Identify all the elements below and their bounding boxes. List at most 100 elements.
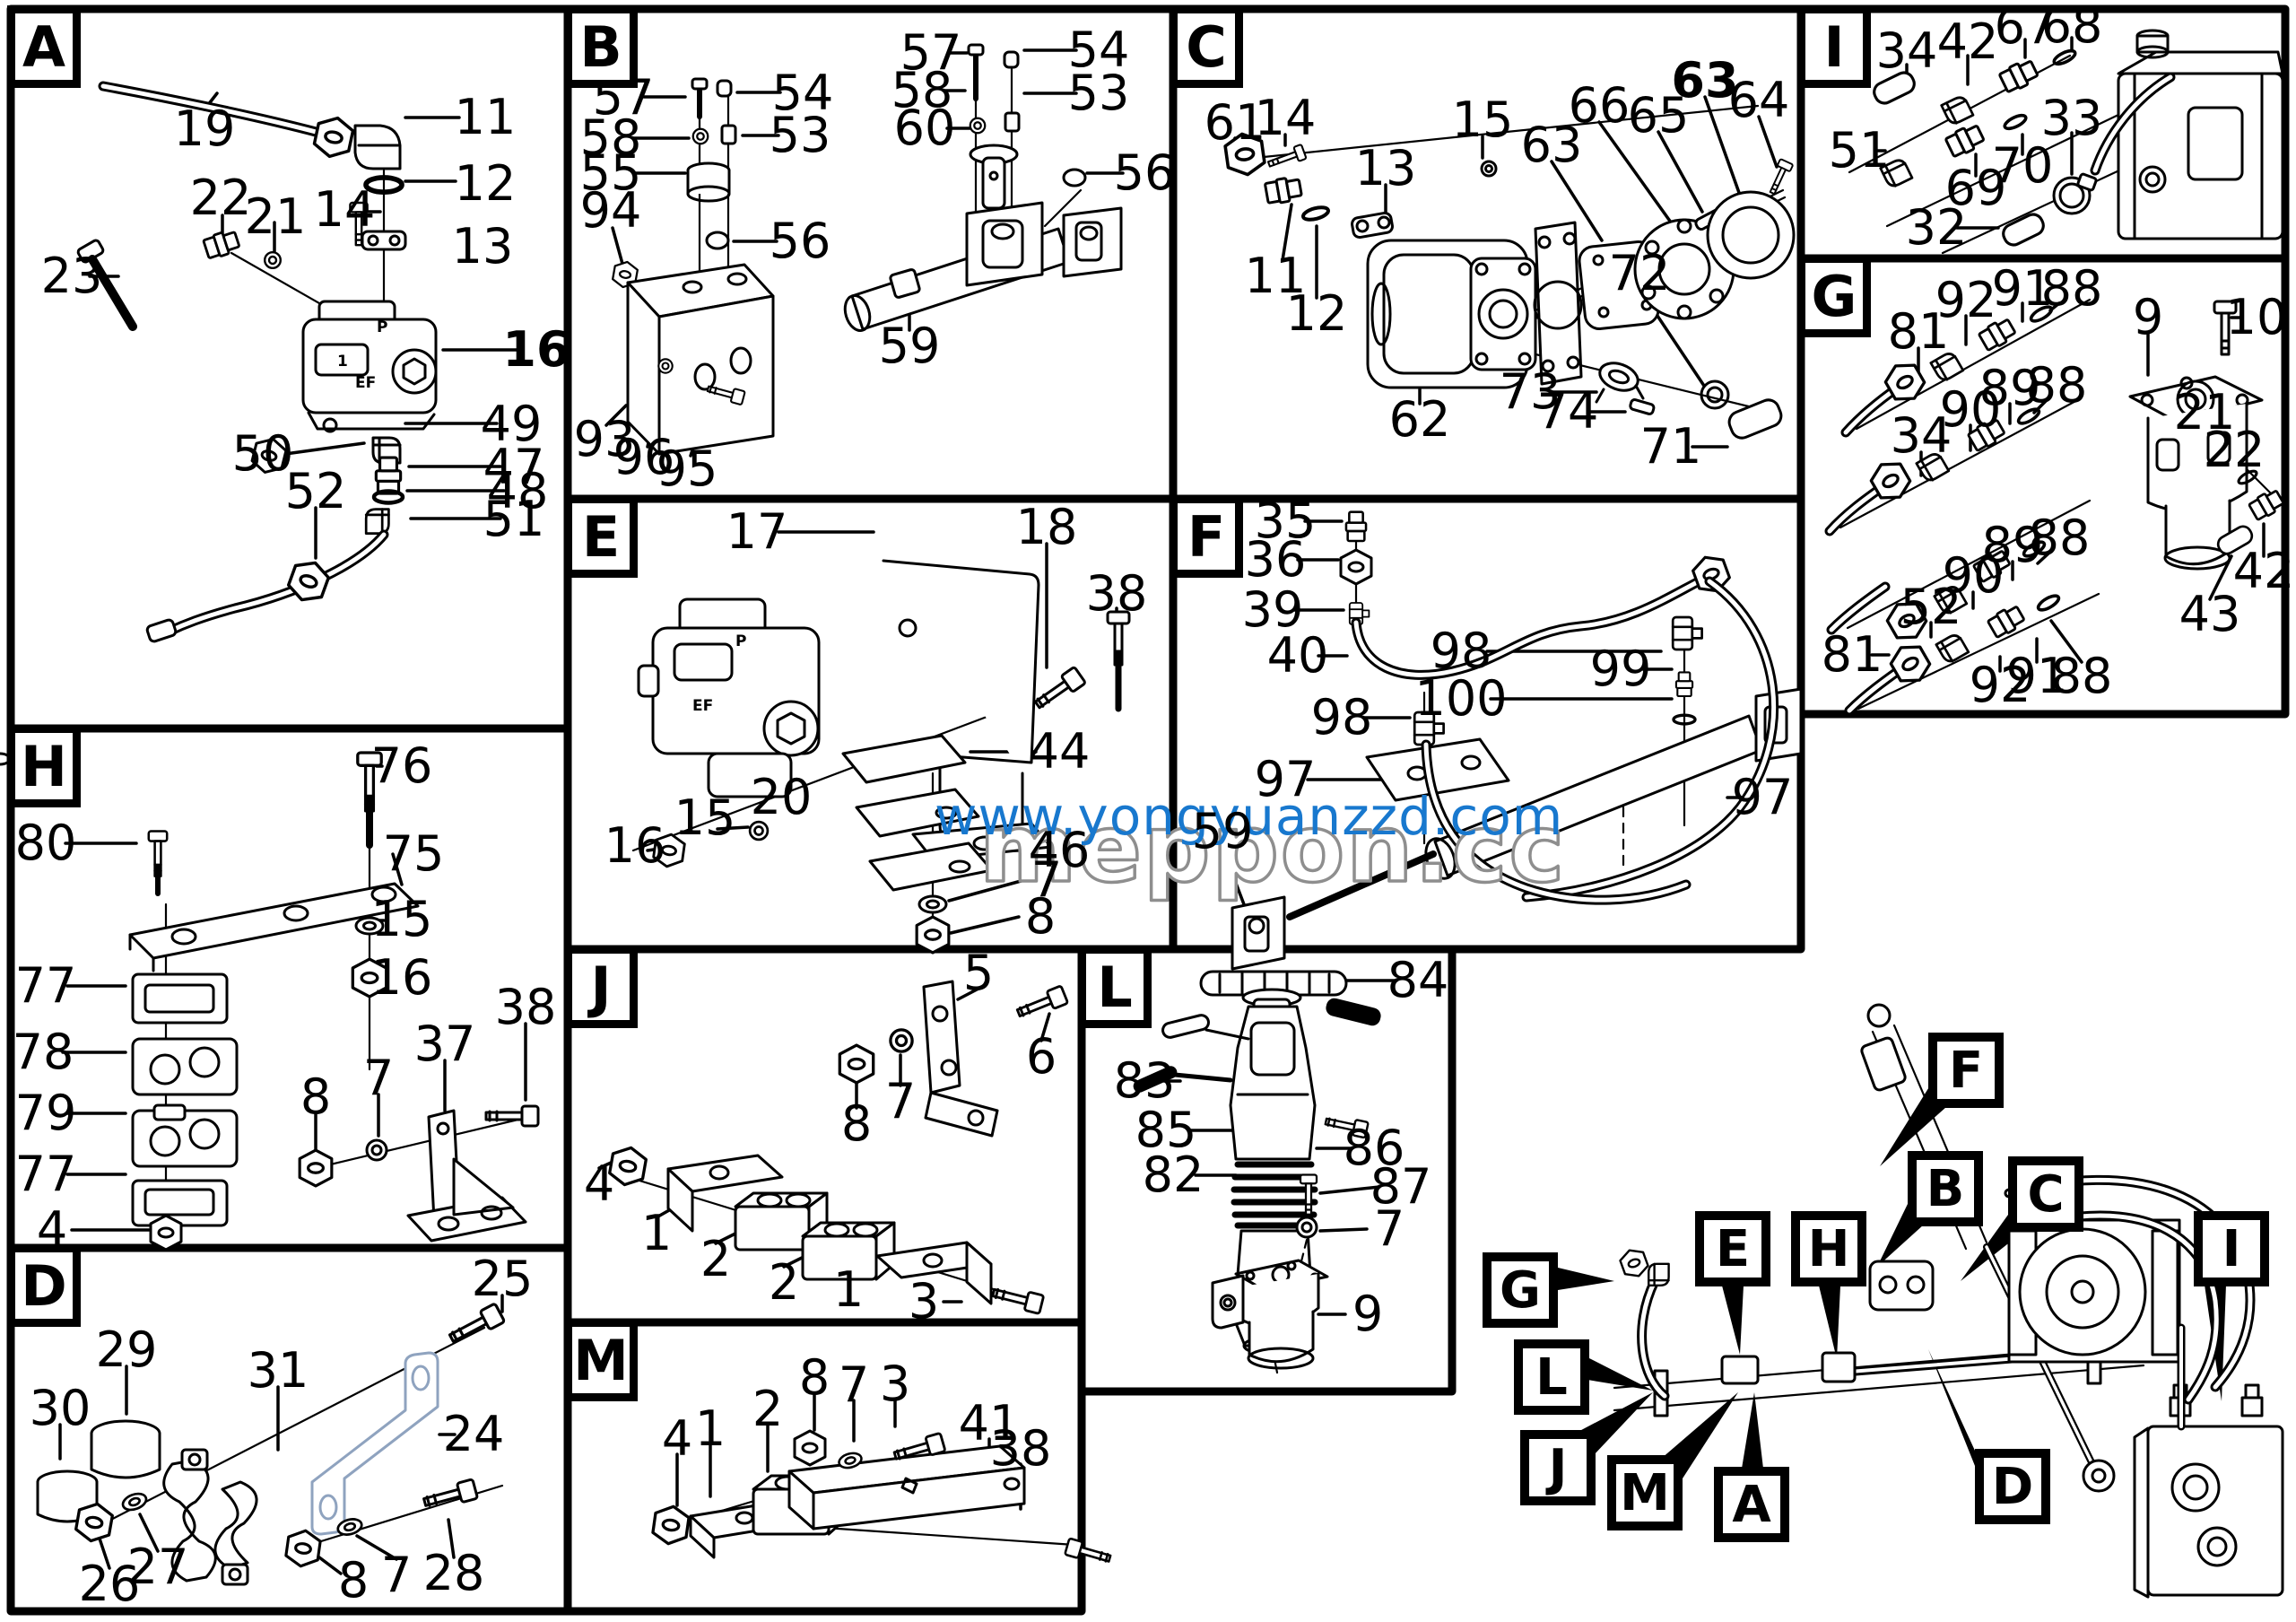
callout-C-74: 74	[1536, 383, 1599, 440]
callout-D-8: 8	[337, 1552, 370, 1609]
callout-G-91: 91	[1991, 260, 2054, 317]
steering-wheel-84	[1199, 970, 1348, 1017]
overview-label-D: D	[1975, 1449, 2050, 1524]
callout-A-12: 12	[454, 155, 517, 212]
bracket-93	[626, 263, 775, 456]
callout-I-32: 32	[1905, 199, 1968, 256]
callout-M-3: 3	[879, 1356, 911, 1412]
callout-G-89: 89	[1981, 517, 2044, 573]
callout-B-54: 54	[771, 65, 834, 121]
panel-B-label: B	[564, 5, 638, 88]
pump-overview	[1868, 1218, 2181, 1364]
panel-frames	[6, 4, 2290, 1616]
callout-C-11: 11	[1244, 248, 1307, 304]
callout-G-90: 90	[1939, 381, 2002, 438]
callout-M-38: 38	[989, 1420, 1052, 1477]
row4	[1844, 591, 2063, 716]
callout-C-14: 14	[1254, 90, 1317, 146]
callout-E-20: 20	[750, 769, 813, 825]
callout-H-8: 8	[300, 1068, 332, 1125]
callout-C-61: 61	[1204, 94, 1266, 151]
callout-B-60: 60	[893, 100, 956, 156]
callout-D-26: 26	[78, 1556, 141, 1612]
callout-I-68: 68	[2040, 0, 2103, 54]
watermark-blue-text: www.yongyuanzzd.com	[935, 786, 1563, 847]
callout-A-48: 48	[486, 463, 549, 519]
callout-G-88: 88	[2028, 510, 2091, 566]
callout-J-8: 8	[840, 1095, 873, 1152]
callout-C-64: 64	[1727, 72, 1790, 128]
callout-D-31: 31	[247, 1342, 309, 1399]
callout-L-83: 83	[1113, 1052, 1176, 1109]
panel-C-art	[1222, 95, 1796, 449]
callout-G-34: 34	[1890, 407, 1952, 464]
callout-D-30: 30	[29, 1380, 91, 1436]
callout-I-33: 33	[2040, 90, 2103, 146]
bushing-29	[90, 1419, 161, 1479]
callout-B-56: 56	[1113, 144, 1176, 201]
panel-F-label: F	[1170, 495, 1243, 578]
callout-E-17: 17	[726, 503, 788, 560]
callout-A-52: 52	[284, 463, 347, 519]
callout-B-95: 95	[656, 440, 718, 497]
callout-G-10: 10	[2225, 289, 2288, 345]
callout-L-7: 7	[1373, 1200, 1405, 1257]
watermark-outline-text: meppon.cc	[979, 794, 1566, 903]
bracket-37	[406, 1109, 527, 1243]
callout-G-90: 90	[1942, 547, 2005, 604]
callout-B-58: 58	[579, 109, 642, 166]
callout-C-13: 13	[1354, 140, 1417, 196]
channel-41	[787, 1444, 1026, 1530]
panel-M-art	[649, 1391, 1114, 1568]
callout-E-46: 46	[1028, 822, 1091, 878]
callout-I-69: 69	[1944, 160, 2007, 216]
callout-L-87: 87	[1370, 1158, 1432, 1215]
block-2-left	[734, 1191, 829, 1251]
panel-G-frame	[1796, 254, 2290, 719]
mount-flange	[1533, 221, 1583, 386]
column-upper	[1161, 998, 1381, 1161]
callout-F-35: 35	[1254, 493, 1317, 549]
callout-C-72: 72	[1608, 245, 1671, 301]
callout-D-29: 29	[95, 1321, 158, 1378]
callout-F-100: 100	[1414, 670, 1508, 727]
panel-A-label: A	[7, 5, 81, 88]
callout-B-96: 96	[613, 429, 675, 485]
callout-J-5: 5	[962, 945, 995, 1001]
callout-H-7: 7	[362, 1050, 395, 1106]
panel-D-art	[36, 1294, 507, 1586]
overview-label-G: G	[1483, 1252, 1558, 1328]
callout-A-16: 16	[502, 321, 570, 378]
callout-F-98: 98	[1310, 689, 1373, 746]
panel-J-art	[597, 980, 1070, 1315]
callout-A-19: 19	[173, 100, 236, 157]
overview-label-H: H	[1791, 1211, 1866, 1286]
port-label-A-EF: EF	[355, 374, 376, 392]
overview-label-E: E	[1695, 1211, 1770, 1286]
callout-A-50: 50	[231, 425, 294, 482]
callout-I-51: 51	[1828, 122, 1891, 179]
callout-M-2: 2	[752, 1381, 784, 1437]
callout-G-81: 81	[1821, 626, 1883, 683]
callout-M-7: 7	[838, 1356, 870, 1413]
callout-H-78: 78	[12, 1024, 74, 1080]
callout-E-16: 16	[604, 817, 666, 874]
overview-label-B: B	[1908, 1151, 1983, 1226]
callout-L-9: 9	[1352, 1286, 1384, 1342]
callout-D-28: 28	[422, 1545, 485, 1601]
callout-A-21: 21	[244, 188, 307, 245]
bar-75	[128, 882, 420, 972]
steering-unit-21	[2128, 375, 2264, 571]
row2	[1824, 405, 2043, 536]
callout-G-43: 43	[2179, 586, 2241, 642]
callout-F-36: 36	[1244, 531, 1307, 588]
callout-G-91: 91	[2005, 648, 2068, 704]
callout-J-2: 2	[768, 1254, 800, 1311]
callout-H-15: 15	[370, 891, 433, 947]
overview-label-C: C	[2008, 1156, 2083, 1232]
callout-B-58: 58	[891, 62, 953, 118]
callout-D-24: 24	[442, 1406, 505, 1462]
callout-J-6: 6	[1025, 1028, 1057, 1085]
